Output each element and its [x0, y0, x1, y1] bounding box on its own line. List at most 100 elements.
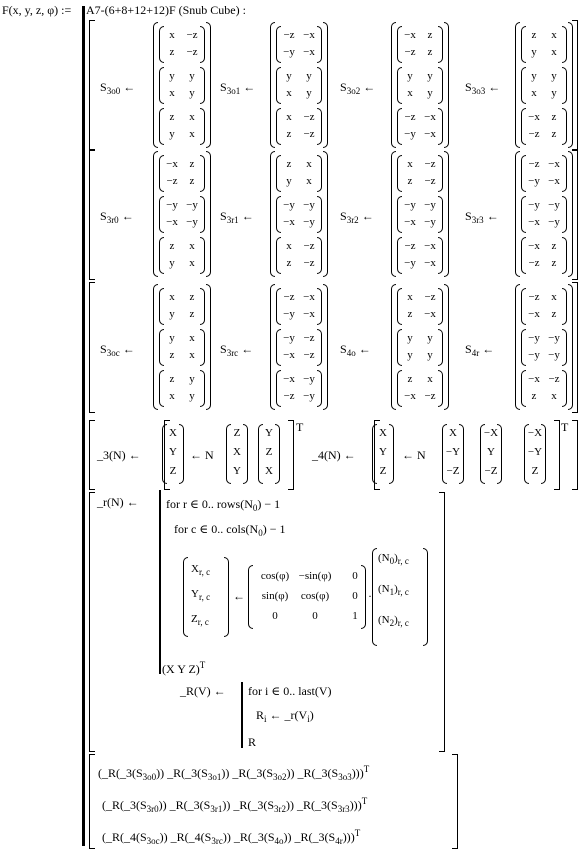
bracket-left: [521, 288, 526, 325]
set-label: S3r3 ←: [465, 209, 499, 225]
pair-matrix: −x−y−z−y: [276, 370, 322, 407]
matrix-cell: −z: [548, 373, 560, 385]
superscript: T: [354, 828, 361, 838]
bracket-left: [276, 155, 281, 192]
text: )): [221, 766, 230, 780]
rotation-cell: 0: [272, 610, 278, 622]
set-subscript: 3oc: [106, 348, 120, 358]
pair-matrix: −y−y−x−y: [397, 196, 443, 233]
set-label: S3r2 ←: [340, 209, 374, 225]
bracket-left: [270, 284, 275, 410]
matrix-cell: −z: [424, 158, 436, 170]
matrix-cell: x: [286, 87, 292, 99]
matrix-cell: −y: [424, 216, 436, 228]
text: (X Y Z): [162, 662, 200, 676]
matrix-cell: X: [379, 427, 387, 439]
set-subscript: 3r2: [346, 215, 359, 225]
result-row: (_R(_3(S3r0)) _R(_3(S3r1)) _R(_3(S3r2)) …: [102, 796, 367, 814]
matrix-cell: z: [427, 29, 433, 41]
matrix-cell: −z: [528, 158, 540, 170]
text: ): [359, 766, 364, 780]
bracket-left: [276, 67, 281, 104]
big-bracket: [89, 754, 95, 849]
superscript: T: [361, 796, 368, 806]
set-name: S: [465, 209, 472, 223]
rotation-cell: cos(φ): [260, 570, 290, 582]
matrix-cell: −z: [404, 240, 416, 252]
matrix-cell: x: [189, 128, 195, 140]
text: _R(_3(S: [164, 766, 208, 780]
matrix-cell: x: [286, 240, 292, 252]
set-subscript: 3r1: [226, 215, 239, 225]
matrix-cell: −z: [303, 111, 315, 123]
matrix-cell: −x: [528, 216, 540, 228]
big-bracket: [288, 420, 294, 490]
matrix-cell: −z: [283, 29, 295, 41]
result-row: (_R(_4(S3oc)) _R(_4(S3rc)) _R(_3(S4o)) _…: [102, 828, 360, 846]
bracket-left: [391, 151, 396, 277]
set-label: S3rc ←: [220, 342, 253, 358]
matrix-cell: z: [407, 373, 413, 385]
text: )): [286, 798, 295, 812]
matrix-cell: Z: [531, 465, 539, 477]
pair-matrix: −y−z−x−z: [276, 329, 322, 366]
subscript: r, c: [397, 618, 409, 629]
matrix-cell: Z: [379, 465, 387, 477]
bracket-left: [397, 108, 402, 145]
matrix-cell: z: [189, 158, 195, 170]
text: )): [283, 830, 292, 844]
result-row: (_R(_3(S3o0)) _R(_3(S3o1)) _R(_3(S3o2)) …: [98, 764, 369, 782]
matrix-cell: y: [169, 332, 175, 344]
matrix-cell: −y: [404, 257, 416, 269]
matrix-cell: −z: [528, 291, 540, 303]
matrix-cell: x: [407, 291, 413, 303]
matrix-cell: Z: [169, 465, 177, 477]
bracket-left: [524, 424, 529, 484]
subscript: 4o: [274, 836, 284, 846]
text: R: [256, 708, 265, 722]
big-bracket: [572, 282, 578, 413]
matrix-cell: Z: [233, 427, 241, 439]
assign-arrow: ←: [233, 589, 245, 603]
assign-arrow: ←: [358, 209, 374, 223]
matrix-cell: −Y: [527, 446, 543, 458]
matrix-cell: z: [551, 111, 557, 123]
set-subscript: 4r: [471, 348, 480, 358]
matrix-cell: x: [551, 390, 557, 402]
rotation-cell: 0: [352, 570, 358, 582]
matrix-cell: −x: [548, 158, 560, 170]
matrix-cell: −z: [166, 175, 178, 187]
text: Y: [191, 588, 199, 600]
matrix-cell: y: [427, 70, 433, 82]
matrix-cell: −y: [528, 332, 540, 344]
matrix-cell: z: [286, 128, 292, 140]
bracket-left: [159, 67, 164, 104]
matrix-cell: z: [407, 175, 413, 187]
bracket-left: [159, 329, 164, 366]
matrix-cell: −y: [303, 199, 315, 211]
matrix-cell: y: [427, 349, 433, 361]
bracket-left: [515, 151, 520, 277]
transpose-sup: T: [296, 420, 304, 434]
matrix-cell: −x: [528, 373, 540, 385]
set-subscript: 3r3: [471, 215, 484, 225]
big-bracket: [89, 20, 95, 151]
rotation-cell: sin(φ): [261, 590, 289, 602]
matrix-cell: −x: [528, 240, 540, 252]
pair-matrix: −z−x−y−x: [397, 237, 443, 274]
bracket-left: [248, 565, 253, 629]
pair-matrix: −y−y−x−y: [159, 196, 205, 233]
bracket-left: [397, 370, 402, 407]
matrix-cell: −x: [528, 308, 540, 320]
matrix-cell: x: [407, 87, 413, 99]
dot-operator: ·: [368, 589, 372, 603]
set-label: S4o ←: [340, 342, 371, 358]
